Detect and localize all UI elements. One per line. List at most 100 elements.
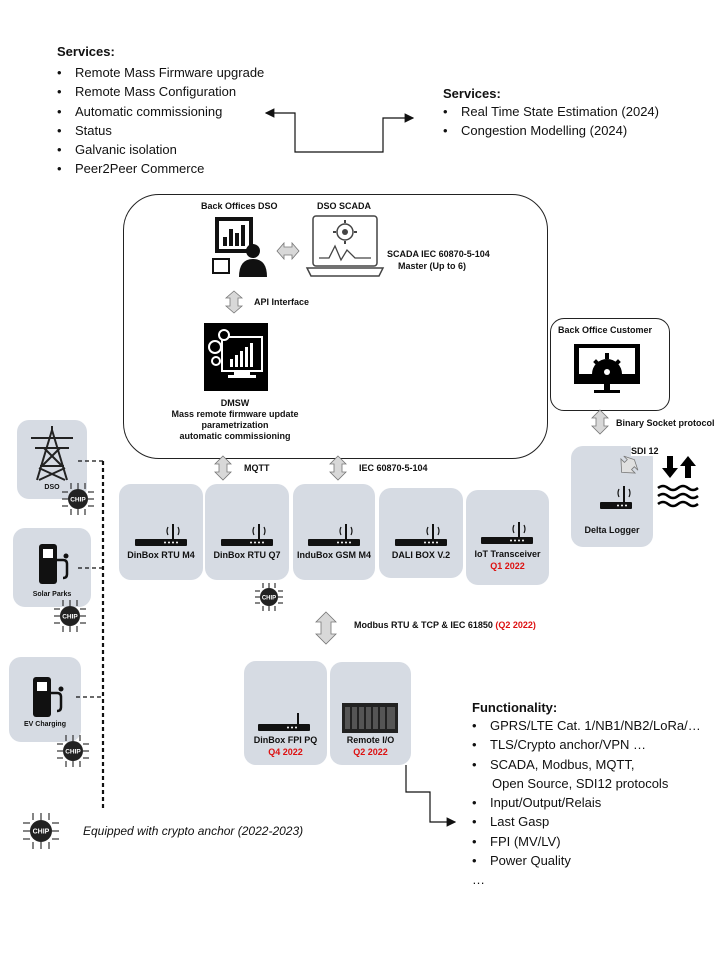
back-offices-label: Back Offices DSO xyxy=(201,201,278,211)
scada-label-2: Master (Up to 6) xyxy=(398,261,467,271)
device-date: Q2 2022 xyxy=(353,747,388,757)
services-right-list: Real Time State Estimation (2024) Conges… xyxy=(443,102,659,141)
device-date: Q4 2022 xyxy=(268,747,303,757)
dmsw-text: DMSW Mass remote firmware update paramet… xyxy=(150,398,320,442)
api-arrow-icon xyxy=(224,290,244,314)
iec-label: IEC 60870-5-104 xyxy=(359,463,428,473)
dmsw-line-4: automatic commissioning xyxy=(179,431,291,441)
chip-icon: CHIP xyxy=(23,813,59,849)
device-title: DinBox RTU Q7 xyxy=(213,550,281,560)
functionality-list: GPRS/LTE Cat. 1/NB1/NB2/LoRa/… TLS/Crypt… xyxy=(472,716,701,890)
router-icon xyxy=(308,524,360,546)
scada-label-1: SCADA IEC 60870-5-104 xyxy=(387,249,490,259)
power-tower-icon xyxy=(31,426,73,481)
device-title: IoT Transceiver xyxy=(474,549,541,559)
device-title: DinBox RTU M4 xyxy=(127,550,195,560)
dmsw-line-3: parametrization xyxy=(201,420,269,430)
chip-icon: CHIP xyxy=(57,735,89,767)
device-title: Remote I/O xyxy=(346,735,395,745)
water-level-icon xyxy=(657,456,699,508)
list-item: Automatic commissioning xyxy=(57,102,264,122)
device-title: InduBox GSM M4 xyxy=(297,550,371,560)
api-label: API Interface xyxy=(254,297,310,307)
device-card-indubox-gsm-m4: InduBox GSM M4 xyxy=(293,484,375,580)
functionality-title: Functionality: xyxy=(472,700,558,715)
sdi-label: SDI 12 xyxy=(631,446,659,456)
router-icon xyxy=(221,524,273,546)
list-item: Remote Mass Configuration xyxy=(57,82,264,102)
dso-card: DSO xyxy=(17,420,87,499)
dso-scada-label: DSO SCADA xyxy=(317,201,372,211)
delta-logger-title: Delta Logger xyxy=(584,525,640,535)
modbus-date: (Q2 2022) xyxy=(495,620,536,630)
functionality-ellipsis: … xyxy=(472,872,485,888)
device-card-dinbox-rtu-m4: DinBox RTU M4 xyxy=(119,484,203,580)
chip-label: CHIP xyxy=(65,749,81,756)
list-item: Galvanic isolation xyxy=(57,140,264,160)
list-item: Last Gasp xyxy=(472,812,701,832)
device-card-dali-box: DALI BOX V.2 xyxy=(379,488,463,578)
list-item: Real Time State Estimation (2024) xyxy=(443,102,659,122)
laptop-gear-icon xyxy=(305,215,385,277)
solar-parks-title: Solar Parks xyxy=(32,591,72,598)
list-item: SCADA, Modbus, MQTT, xyxy=(472,755,701,775)
services-right: Services: Real Time State Estimation (20… xyxy=(443,86,659,141)
chip-icon: CHIP xyxy=(62,483,94,515)
services-left-list: Remote Mass Firmware upgrade Remote Mass… xyxy=(57,63,264,179)
list-item: Status xyxy=(57,121,264,141)
router-icon xyxy=(481,522,533,544)
modbus-arrow-icon xyxy=(315,611,337,645)
ev-charging-card: EV Charging xyxy=(9,657,81,742)
router-icon xyxy=(258,713,310,731)
mqtt-label: MQTT xyxy=(244,463,270,473)
chip-icon: CHIP xyxy=(255,583,283,611)
device-date: Q1 2022 xyxy=(490,561,525,571)
customer-title: Back Office Customer xyxy=(558,325,653,335)
modbus-text: Modbus RTU & TCP & IEC 61850 xyxy=(354,620,493,630)
ev-charging-title: EV Charging xyxy=(23,721,66,728)
dmsw-title: DMSW xyxy=(220,398,250,408)
ev-charger-icon xyxy=(33,677,64,717)
list-item: Peer2Peer Commerce xyxy=(57,159,264,179)
dashboard-person-icon xyxy=(212,217,267,277)
router-icon xyxy=(600,486,632,509)
mqtt-arrow-icon xyxy=(214,455,232,481)
io-module-icon xyxy=(342,703,398,733)
list-item-continuation: Open Source, SDI12 protocols xyxy=(492,775,669,791)
device-card-remote-io: Remote I/O Q2 2022 xyxy=(330,662,411,765)
functionality: Functionality: GPRS/LTE Cat. 1/NB1/NB2/L… xyxy=(472,700,701,890)
list-item: FPI (MV/LV) xyxy=(472,832,701,852)
list-item: TLS/Crypto anchor/VPN … xyxy=(472,735,701,755)
dso-title: DSO xyxy=(44,484,60,491)
device-title: DALI BOX V.2 xyxy=(391,550,451,560)
chip-label: CHIP xyxy=(70,497,86,504)
chip-label: CHIP xyxy=(62,614,78,621)
charging-station-icon xyxy=(39,544,69,584)
list-item: Remote Mass Firmware upgrade xyxy=(57,63,264,83)
list-item: Congestion Modelling (2024) xyxy=(443,121,659,141)
router-icon xyxy=(135,524,187,546)
device-card-dinbox-rtu-q7: DinBox RTU Q7 xyxy=(205,484,289,580)
delta-logger-card: Delta Logger xyxy=(571,446,653,547)
binary-arrow-icon xyxy=(591,409,609,435)
monitor-gear-icon xyxy=(574,344,640,393)
services-right-title: Services: xyxy=(443,86,501,101)
dmsw-icon xyxy=(204,323,268,391)
chip-label: CHIP xyxy=(33,829,50,836)
iec-arrow-icon xyxy=(329,455,347,481)
device-card-dinbox-fpi-pq: DinBox FPI PQ Q4 2022 xyxy=(244,661,327,765)
list-item: Power Quality xyxy=(472,851,701,871)
chip-icon: CHIP xyxy=(54,600,86,632)
bidirectional-arrow-icon xyxy=(276,241,300,261)
dmsw-line-2: Mass remote firmware update xyxy=(171,409,299,419)
binary-socket-label: Binary Socket protocol xyxy=(616,418,715,428)
legend-text: Equipped with crypto anchor (2022-2023) xyxy=(83,824,304,838)
list-item: Input/Output/Relais xyxy=(472,793,701,813)
device-title: DinBox FPI PQ xyxy=(253,735,318,745)
router-icon xyxy=(395,524,447,546)
modbus-label: Modbus RTU & TCP & IEC 61850 (Q2 2022) xyxy=(354,620,536,630)
sdi-arrow-icon xyxy=(620,455,639,474)
